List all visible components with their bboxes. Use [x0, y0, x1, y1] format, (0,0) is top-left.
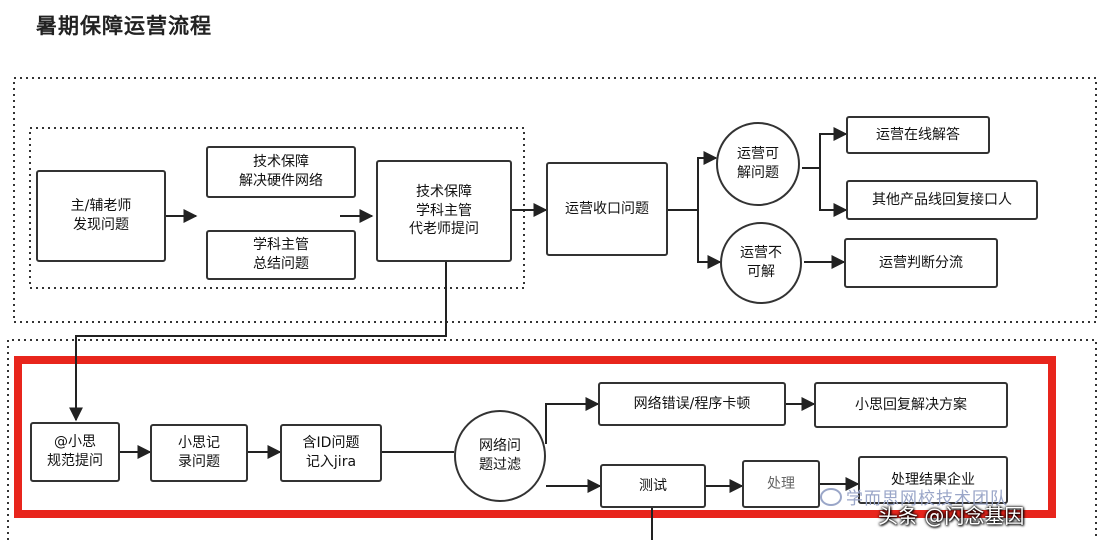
wechat-icon [820, 488, 842, 506]
node-ops-online-answer: 运营在线解答 [846, 116, 990, 154]
node-ops-collect: 运营收口问题 [546, 162, 668, 256]
node-network-error: 网络错误/程序卡顿 [598, 382, 786, 426]
edge-cansolve-to-online [802, 127, 848, 169]
node-process-result: 处理结果企业 [858, 456, 1008, 504]
node-partial: 处理 [742, 460, 820, 508]
edge-collect-to-cansolve [668, 151, 718, 211]
outer-dotted-group [13, 77, 1097, 323]
node-tech-solve: 技术保障 解决硬件网络 [206, 146, 356, 198]
node-ops-can-solve: 运营可 解问题 [716, 122, 800, 206]
highlight-frame [14, 356, 1056, 518]
node-teacher-find: 主/辅老师 发现问题 [36, 170, 166, 262]
inner-dotted-group [29, 127, 525, 289]
node-ops-judge-route: 运营判断分流 [844, 238, 998, 288]
node-xiaosi-record: 小思记 录问题 [150, 424, 248, 482]
credit-text: 头条 @闪念基因 [878, 504, 1025, 528]
watermark-text: 学而思网校技术团队 [820, 484, 1008, 509]
node-jira-record: 含ID问题 记入jira [280, 424, 382, 482]
watermark-label: 学而思网校技术团队 [846, 489, 1008, 509]
page-title: 暑期保障运营流程 [36, 14, 212, 38]
node-test: 测试 [600, 464, 706, 508]
lower-dotted-group [7, 339, 1097, 540]
node-tech-subject-ask: 技术保障 学科主管 代老师提问 [376, 160, 512, 262]
node-network-filter: 网络问 题过滤 [454, 410, 546, 502]
edge-collect-to-cannot [697, 210, 722, 269]
edge-cansolve-to-other [819, 168, 848, 217]
node-subject-summary: 学科主管 总结问题 [206, 230, 356, 280]
node-ops-cannot-solve: 运营不 可解 [720, 222, 802, 304]
node-other-product-line: 其他产品线回复接口人 [846, 180, 1038, 220]
edge-filter-to-error [545, 397, 600, 444]
node-xiaosi-reply: 小思回复解决方案 [814, 382, 1008, 428]
edge-ask-to-at-xiaosi [69, 262, 447, 422]
node-at-xiaosi: @小思 规范提问 [30, 422, 120, 482]
